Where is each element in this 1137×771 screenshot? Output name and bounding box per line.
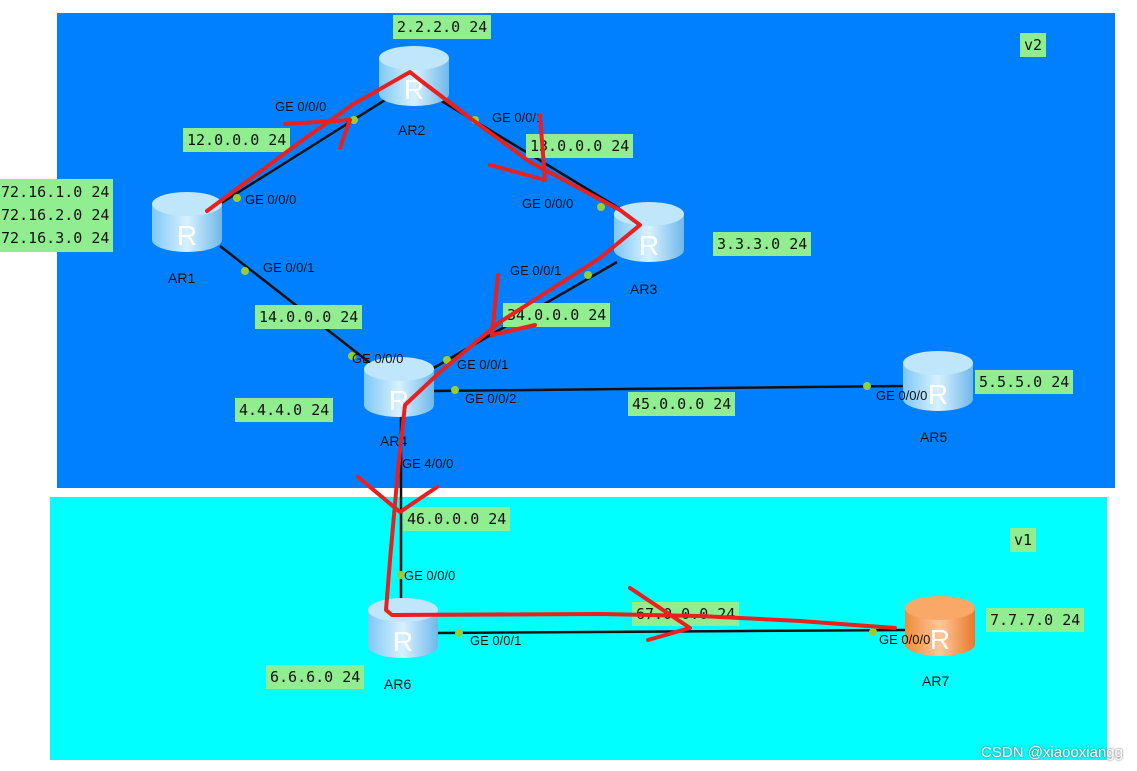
router-ar2-label: AR2 bbox=[398, 122, 426, 138]
interface-label: GE 0/0/0 bbox=[352, 351, 404, 366]
router-ar7-icon[interactable]: R bbox=[903, 594, 977, 658]
interface-label: GE 0/0/2 bbox=[465, 391, 517, 406]
network-label: 14.0.0.0 24 bbox=[255, 305, 363, 329]
router-ar6-label: AR6 bbox=[384, 676, 412, 692]
area-label-v1: v1 bbox=[1010, 528, 1037, 552]
network-label: 6.6.6.0 24 bbox=[266, 665, 365, 689]
network-label: 34.0.0.0 24 bbox=[503, 303, 611, 327]
interface-label: GE 0/0/0 bbox=[879, 632, 931, 647]
router-ar1-label: AR1 bbox=[168, 270, 196, 286]
network-label: 46.0.0.0 24 bbox=[403, 507, 511, 531]
interface-label: GE 0/0/1 bbox=[263, 260, 315, 275]
port-dot bbox=[455, 629, 463, 637]
router-ar3-label: AR3 bbox=[630, 281, 658, 297]
port-dot bbox=[348, 352, 356, 360]
svg-text:R: R bbox=[639, 230, 659, 261]
router-ar5-label: AR5 bbox=[920, 429, 948, 445]
svg-text:R: R bbox=[177, 220, 197, 251]
port-dot bbox=[233, 194, 241, 202]
router-ar5-icon[interactable]: R bbox=[901, 349, 975, 413]
svg-text:R: R bbox=[928, 379, 948, 410]
network-label: 2.2.2.0 24 bbox=[393, 15, 492, 39]
interface-label: GE 0/0/0 bbox=[404, 568, 456, 583]
arrowhead bbox=[488, 113, 547, 182]
port-dot bbox=[241, 267, 249, 275]
arrowhead bbox=[490, 273, 537, 337]
port-dot bbox=[397, 571, 405, 579]
network-label-loopbacks: 172.16.1.0 24 172.16.2.0 24 172.16.3.0 2… bbox=[0, 179, 114, 252]
network-label: 45.0.0.0 24 bbox=[628, 392, 736, 416]
svg-text:R: R bbox=[930, 624, 950, 655]
port-dot bbox=[584, 271, 592, 279]
arrowhead bbox=[356, 475, 439, 514]
port-dot bbox=[597, 203, 605, 211]
router-ar7-label: AR7 bbox=[922, 673, 950, 689]
watermark: CSDN @xiaooxiangg bbox=[981, 744, 1123, 761]
network-label: 5.5.5.0 24 bbox=[975, 370, 1074, 394]
interface-label: GE 0/0/1 bbox=[457, 357, 509, 372]
network-label: 3.3.3.0 24 bbox=[713, 232, 812, 256]
link-ar1-ar4 bbox=[219, 245, 371, 364]
network-label: 12.0.0.0 24 bbox=[183, 128, 291, 152]
arrowhead bbox=[283, 118, 352, 150]
port-dot bbox=[869, 628, 877, 636]
interface-label: GE 4/0/0 bbox=[402, 456, 454, 471]
router-ar2-icon[interactable]: R bbox=[377, 44, 451, 108]
interface-label: GE 0/0/0 bbox=[522, 196, 574, 211]
network-label: 7.7.7.0 24 bbox=[986, 608, 1085, 632]
interface-label: GE 0/0/1 bbox=[510, 263, 562, 278]
interface-label: GE 0/0/1 bbox=[470, 633, 522, 648]
port-dot bbox=[863, 382, 871, 390]
interface-label: GE 0/0/1 bbox=[492, 110, 544, 125]
arrowhead bbox=[628, 586, 692, 642]
port-dot bbox=[451, 386, 459, 394]
area-label-v2: v2 bbox=[1020, 33, 1047, 57]
interface-label: GE 0/0/0 bbox=[876, 388, 928, 403]
svg-text:R: R bbox=[393, 626, 413, 657]
network-label: 4.4.4.0 24 bbox=[235, 398, 334, 422]
interface-label: GE 0/0/0 bbox=[245, 192, 297, 207]
traffic-path bbox=[205, 70, 897, 630]
port-dot bbox=[350, 116, 358, 124]
link-ar4-ar5 bbox=[431, 384, 904, 393]
interface-label: GE 0/0/0 bbox=[275, 99, 327, 114]
